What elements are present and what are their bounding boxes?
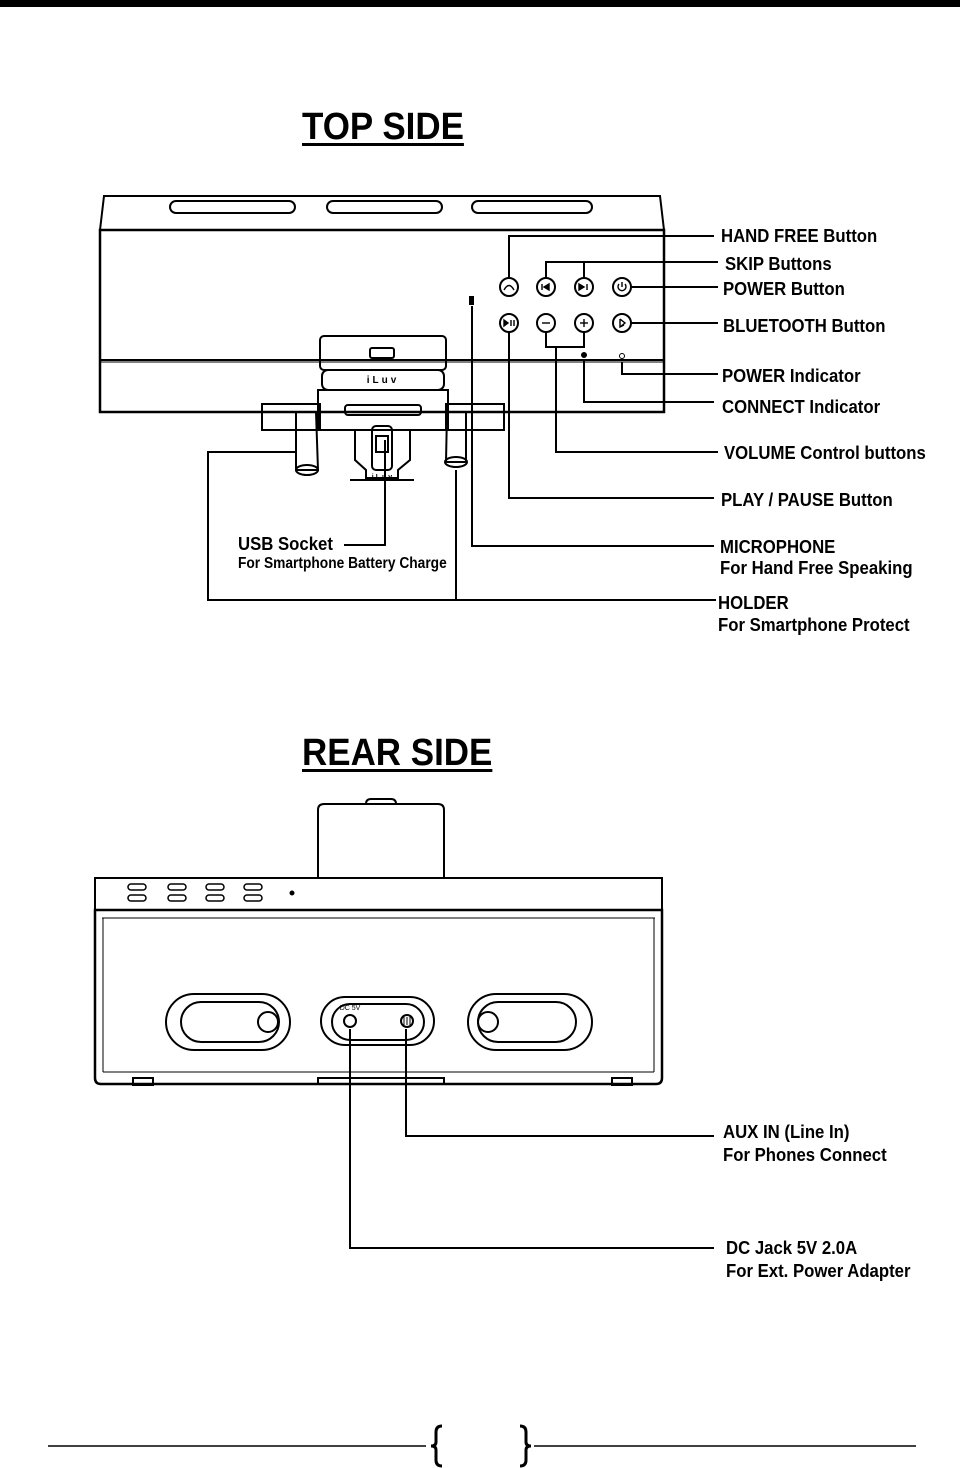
connect-indicator-label: CONNECT Indicator — [722, 397, 881, 417]
button-glyphs — [503, 282, 627, 329]
top-callout-lines — [207, 235, 718, 601]
dc-jack-sublabel: For Ext. Power Adapter — [726, 1261, 911, 1281]
rear-side-heading: REAR SIDE — [302, 732, 493, 774]
hand-free-button — [499, 277, 519, 297]
power-indicator — [619, 353, 625, 359]
volume-label: VOLUME Control buttons — [724, 443, 926, 463]
power-button-label: POWER Button — [723, 279, 845, 299]
dc-jack-label-callout: DC Jack 5V 2.0A — [726, 1238, 858, 1258]
rear-callout-lines — [349, 1029, 714, 1249]
play-pause-label: PLAY / PAUSE Button — [721, 490, 893, 510]
holder-label: HOLDER — [718, 593, 789, 613]
cradle-base-logo: iLuv — [372, 474, 394, 481]
microphone-hole — [469, 296, 474, 305]
phone-cradle — [261, 335, 505, 481]
connect-indicator — [581, 352, 587, 358]
bluetooth-label: BLUETOOTH Button — [723, 316, 886, 336]
microphone-label: MICROPHONE — [720, 537, 836, 557]
rear-view-device — [93, 798, 664, 1086]
cradle-brand-logo: iLuv — [367, 375, 400, 386]
top-side-heading: TOP SIDE — [302, 106, 464, 148]
control-buttons — [499, 277, 632, 333]
power-indicator-label: POWER Indicator — [722, 366, 861, 386]
top-view-device — [98, 195, 666, 414]
hand-free-label: HAND FREE Button — [721, 226, 878, 246]
page-footer — [48, 1424, 916, 1468]
dc-jack-label: DC 5V — [340, 1005, 361, 1012]
bluetooth-button — [612, 313, 632, 333]
aux-sublabel: For Phones Connect — [723, 1145, 887, 1165]
holder-sublabel: For Smartphone Protect — [718, 615, 910, 635]
usb-sublabel: For Smartphone Battery Charge — [238, 555, 447, 572]
skip-label: SKIP Buttons — [725, 254, 832, 274]
microphone-sublabel: For Hand Free Speaking — [720, 558, 913, 578]
top-rule — [0, 0, 960, 7]
usb-label: USB Socket — [238, 534, 333, 554]
aux-label: AUX IN (Line In) — [723, 1122, 850, 1142]
